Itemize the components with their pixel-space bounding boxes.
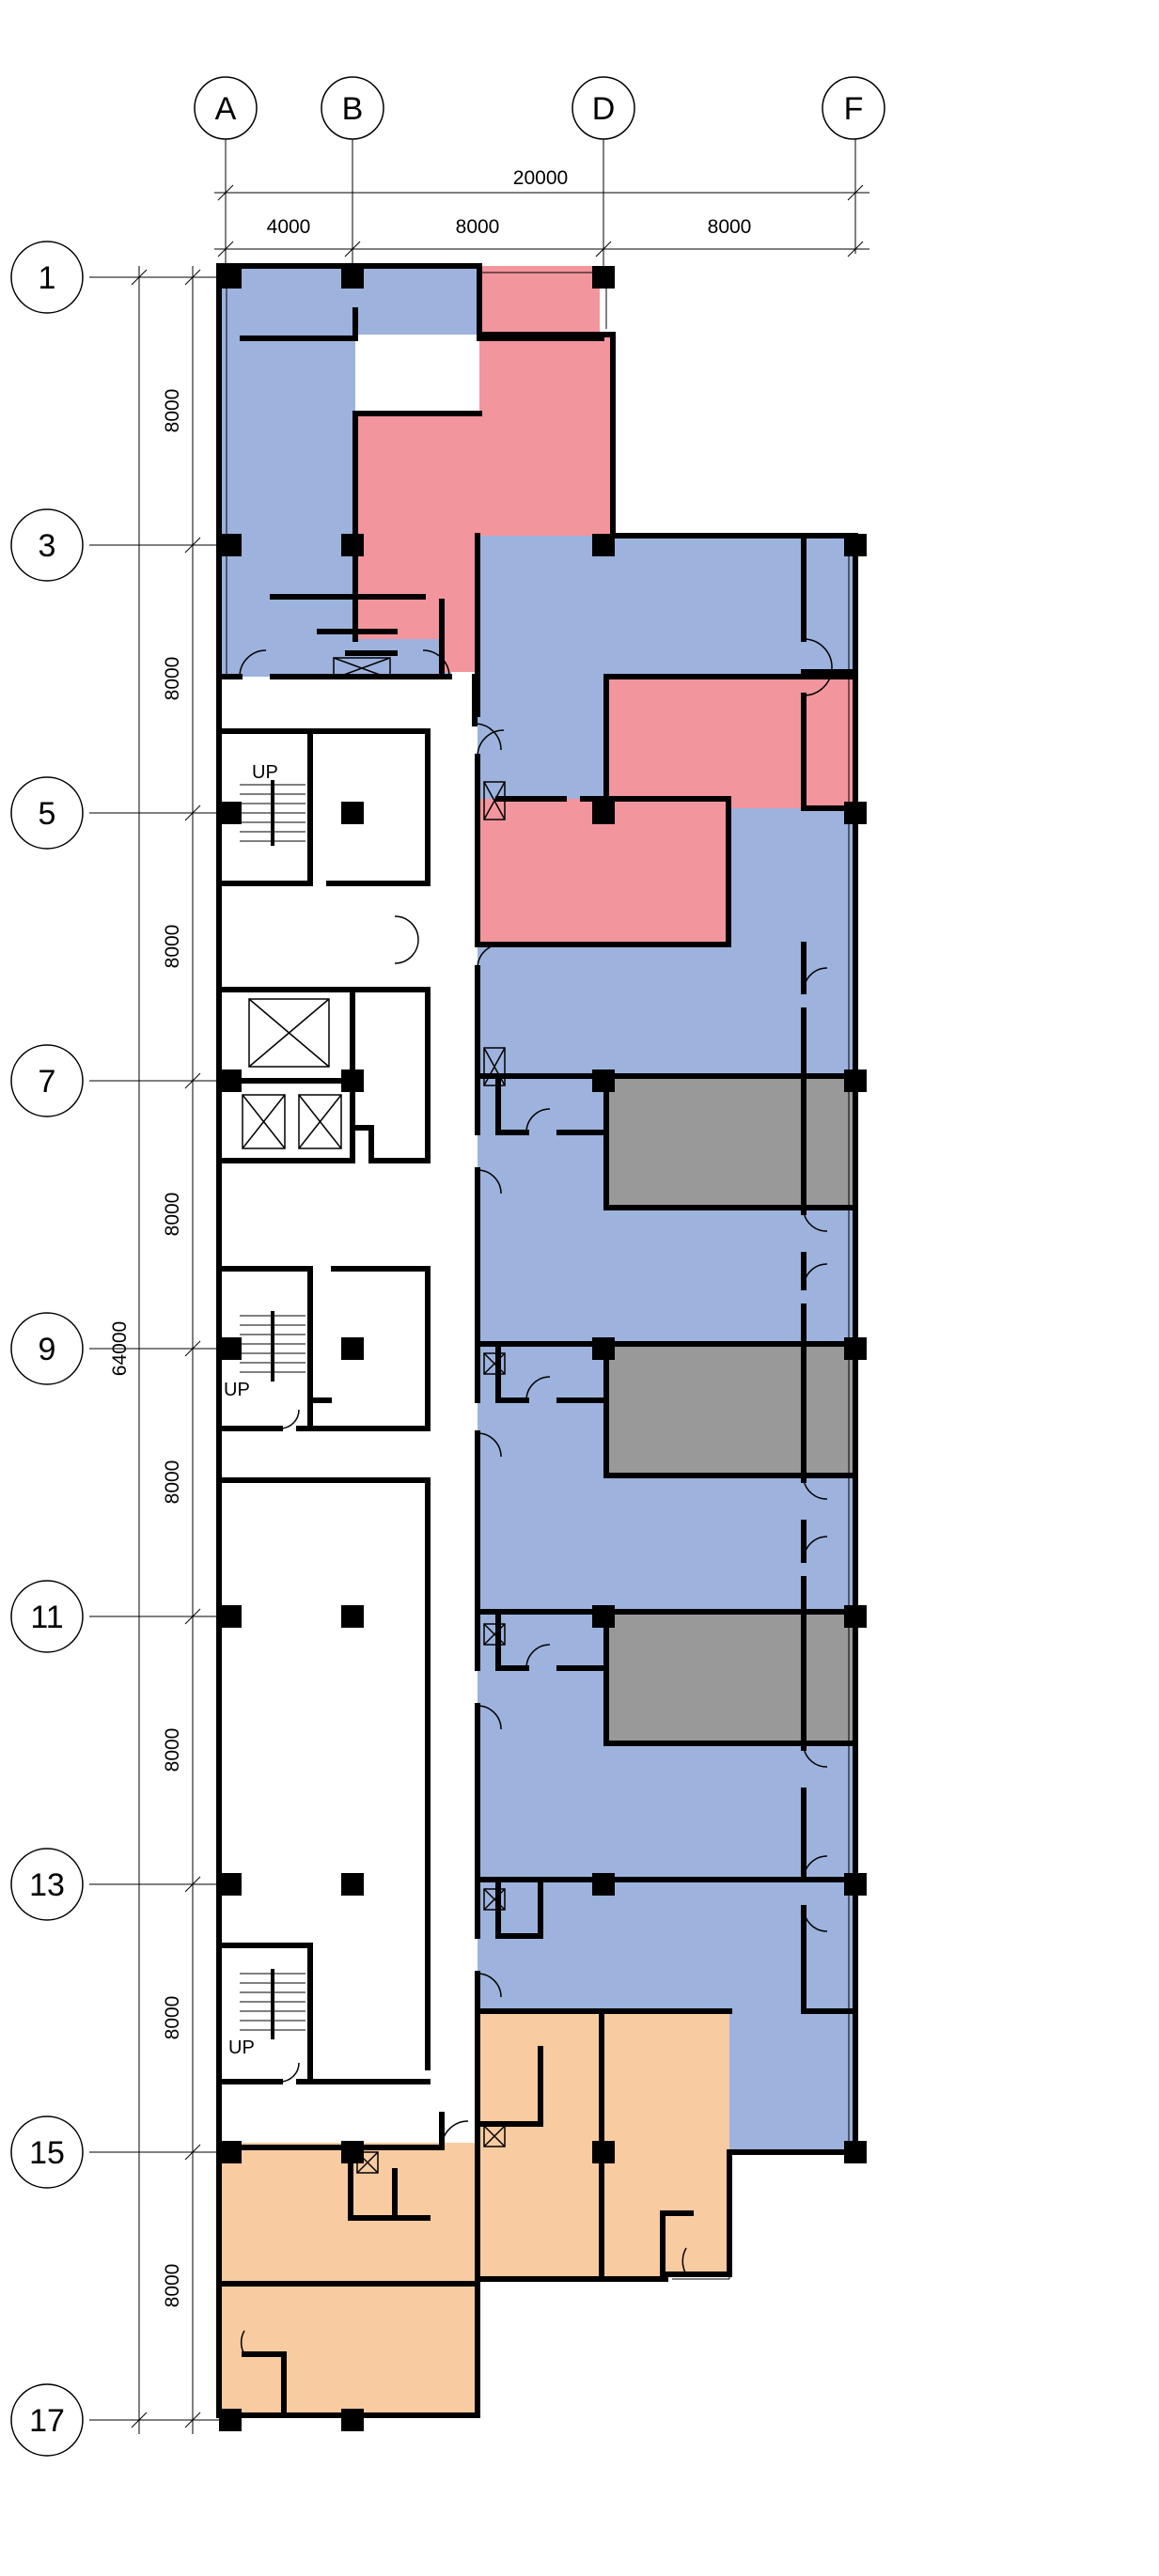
grid-label-d: D bbox=[592, 91, 616, 127]
dim-height-7-9: 8000 bbox=[162, 1193, 183, 1237]
grid-bubble-a bbox=[194, 76, 258, 140]
grid-label-15: 15 bbox=[29, 2135, 65, 2171]
grid-bubble-11 bbox=[10, 1580, 84, 1653]
elevators bbox=[242, 657, 506, 2174]
stair-2 bbox=[240, 1311, 305, 1382]
grid-bubbles bbox=[10, 76, 885, 2457]
grid-label-b: B bbox=[342, 91, 364, 127]
dim-height-5-7: 8000 bbox=[162, 925, 183, 969]
door-swings bbox=[239, 638, 833, 2355]
dim-overall-width: 20000 bbox=[513, 167, 568, 189]
grid-label-7: 7 bbox=[39, 1064, 56, 1100]
dimension-labels: 20000 4000 8000 8000 64000 8000 8000 800… bbox=[109, 167, 751, 2307]
dim-height-15-17: 8000 bbox=[162, 2264, 183, 2308]
dimension-lines bbox=[131, 184, 869, 2434]
grid-bubble-15 bbox=[10, 2115, 84, 2189]
dim-height-13-15: 8000 bbox=[162, 1996, 183, 2040]
grid-bubble-b bbox=[321, 76, 384, 140]
stairs bbox=[240, 780, 305, 2039]
grid-bubble-3 bbox=[10, 508, 84, 582]
grid-label-17: 17 bbox=[29, 2403, 65, 2439]
grid-label-a: A bbox=[215, 91, 237, 127]
suite-orange-south bbox=[219, 2143, 478, 2415]
walls bbox=[216, 263, 858, 2418]
grid-bubble-f bbox=[822, 76, 885, 140]
suite-red-top bbox=[355, 266, 613, 672]
stair-label-3: UP bbox=[228, 2037, 255, 2058]
gray-room-3 bbox=[606, 1612, 855, 1743]
grid-label-11: 11 bbox=[30, 1600, 63, 1635]
grid-label-f: F bbox=[844, 91, 864, 127]
grid-bubble-7 bbox=[10, 1044, 84, 1117]
stair-label-1: UP bbox=[252, 762, 278, 783]
stair-label-2: UP bbox=[224, 1380, 250, 1400]
grid-bubble-d bbox=[572, 76, 635, 140]
dim-height-3-5: 8000 bbox=[162, 657, 183, 701]
stair-1 bbox=[240, 780, 305, 846]
dim-width-df: 8000 bbox=[708, 216, 752, 238]
zone-fills bbox=[219, 266, 855, 2415]
dim-height-11-13: 8000 bbox=[162, 1728, 183, 1772]
grid-bubble-17 bbox=[10, 2383, 84, 2457]
dim-overall-height: 64000 bbox=[109, 1321, 131, 1376]
grid-bubble-9 bbox=[10, 1312, 84, 1385]
grid-label-3: 3 bbox=[39, 528, 56, 564]
grid-label-9: 9 bbox=[39, 1332, 56, 1367]
suite-red-middle bbox=[478, 677, 855, 945]
grid-bubble-13 bbox=[10, 1848, 84, 1921]
grid-label-1: 1 bbox=[39, 260, 56, 296]
gray-room-1 bbox=[606, 1076, 855, 1208]
gray-room-2 bbox=[606, 1344, 855, 1475]
grid-bubble-1 bbox=[10, 241, 84, 314]
stair-3 bbox=[240, 1969, 305, 2039]
dim-width-bd: 8000 bbox=[456, 216, 500, 238]
dim-height-1-3: 8000 bbox=[162, 389, 183, 433]
dim-height-9-11: 8000 bbox=[162, 1460, 183, 1505]
grid-label-5: 5 bbox=[39, 796, 56, 832]
grid-lines bbox=[89, 139, 856, 2421]
grid-label-13: 13 bbox=[29, 1867, 65, 1903]
grid-bubble-5 bbox=[10, 776, 84, 850]
grid-labels: A B D F 1 3 5 7 9 11 13 15 17 bbox=[29, 91, 863, 2439]
dim-width-ab: 4000 bbox=[267, 216, 311, 238]
